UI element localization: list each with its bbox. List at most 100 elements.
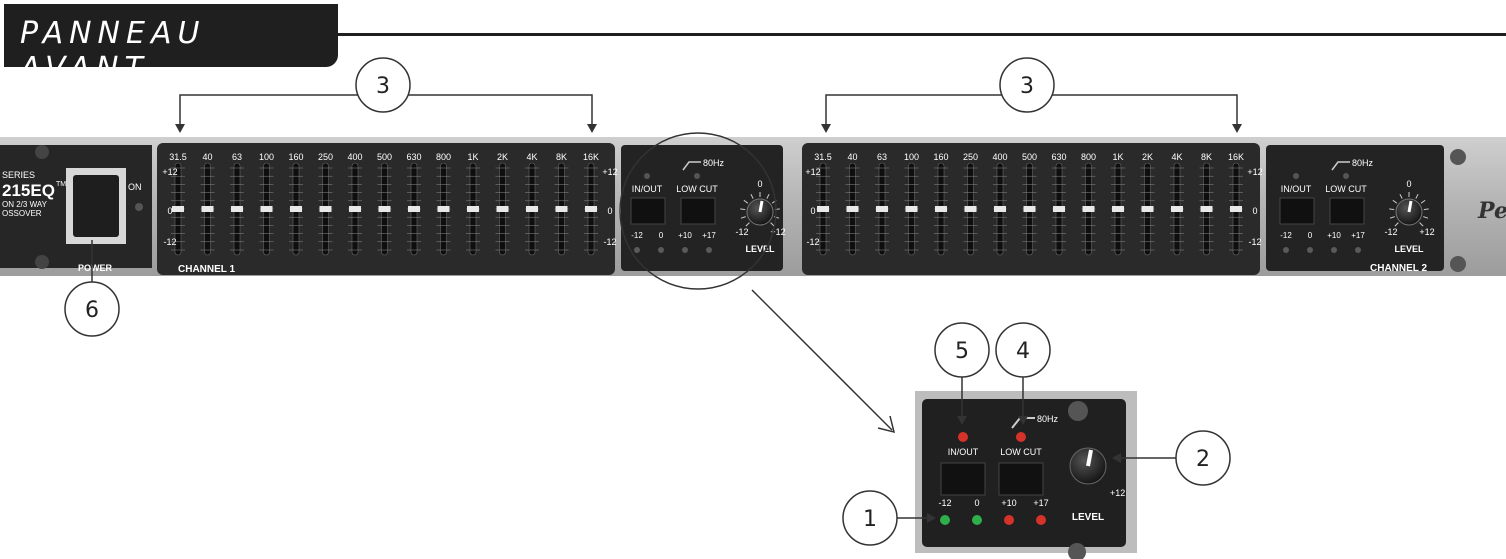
ch2-slider-cap[interactable] (994, 206, 1006, 212)
ch2-slider-cap[interactable] (1230, 206, 1242, 212)
ch2-freq-label: 31.5 (814, 152, 832, 162)
ch2-slider-cap[interactable] (1112, 206, 1124, 212)
zoom-level-label: LEVEL (1072, 512, 1104, 523)
ch1-low-cut-led (694, 173, 700, 179)
ch2-freq-label: 100 (904, 152, 919, 162)
ch2-slider-cap[interactable] (1141, 206, 1154, 212)
ch1-scale-left: 0 (167, 206, 172, 216)
ch1-knob-tick (750, 193, 754, 199)
ch1-led-label: 0 (659, 231, 664, 240)
ch2-slider-cap[interactable] (1023, 206, 1036, 212)
ch2-knob-pointer (1407, 200, 1413, 213)
ch1-in-out-button[interactable] (630, 197, 666, 225)
ch1-slider-cap[interactable] (467, 206, 479, 212)
ch2-meter-led (1283, 247, 1289, 253)
ch2-in-out-button[interactable] (1279, 197, 1315, 225)
bracket-arrow (587, 124, 597, 133)
ch1-slider-cap[interactable] (231, 206, 243, 212)
ch1-freq-label: 100 (259, 152, 274, 162)
svg-text:1: 1 (863, 507, 877, 532)
ch2-freq-label: 16K (1228, 152, 1244, 162)
ch1-freq-label: 31.5 (169, 152, 187, 162)
ch2-knob-max: +12 (1419, 227, 1434, 237)
ch1-low-cut-button[interactable] (680, 197, 716, 225)
title-box: PANNEAU AVANT (4, 4, 338, 86)
ch1-led-label: +10 (678, 231, 692, 240)
ch1-freq-label: 250 (318, 152, 333, 162)
zoom-screw (1068, 543, 1086, 559)
ch2-scale-left: 0 (810, 206, 815, 216)
ch1-in-out-led (644, 173, 650, 179)
ch1-slider-cap[interactable] (496, 206, 509, 212)
ch1-scale-right: 0 (607, 206, 612, 216)
svg-text:6: 6 (85, 298, 99, 323)
ch1-freq-label: 1K (467, 152, 478, 162)
ch1-freq-label: 40 (202, 152, 212, 162)
rack-screw (1450, 149, 1466, 165)
ch2-slider-cap[interactable] (846, 206, 859, 212)
ch1-slider-cap[interactable] (585, 206, 597, 212)
ch1-slider-cap[interactable] (408, 206, 420, 212)
ch2-freq-label: 630 (1051, 152, 1066, 162)
power-switch[interactable] (73, 175, 119, 237)
ch1-slider-cap[interactable] (260, 206, 273, 212)
ch2-freq-label: 8K (1201, 152, 1212, 162)
ch2-knob-tick (1392, 199, 1398, 204)
ch2-knob-tick (1420, 199, 1426, 204)
ch1-slider-cap[interactable] (437, 206, 450, 212)
svg-text:4: 4 (1016, 339, 1030, 364)
ch2-slider-cap[interactable] (935, 206, 947, 212)
ch2-low-cut-led (1343, 173, 1349, 179)
ch2-scale-right: -12 (1248, 237, 1261, 247)
svg-text:3: 3 (1020, 74, 1034, 99)
ch2-knob-tick (1423, 216, 1429, 219)
callout-2: 2 (1175, 430, 1231, 486)
ch1-knob-tick (743, 199, 749, 204)
ch1-meter-led (658, 247, 664, 253)
ch1-freq-label: 8K (556, 152, 567, 162)
zoom-low-cut-button[interactable] (998, 462, 1044, 496)
ch2-level-label: LEVEL (1394, 244, 1424, 254)
ch1-slider-cap[interactable] (201, 206, 214, 212)
ch1-freq-label: 2K (497, 152, 508, 162)
ch2-low-cut-button[interactable] (1329, 197, 1365, 225)
zoom-led-label: +10 (1001, 498, 1016, 508)
ch1-slider-cap[interactable] (319, 206, 332, 212)
ch1-freq-label: 16K (583, 152, 599, 162)
ch2-freq-label: 40 (847, 152, 857, 162)
zoom-in-out-button[interactable] (940, 462, 986, 496)
ch2-slider-cap[interactable] (905, 206, 918, 212)
ch2-freq-label: 250 (963, 152, 978, 162)
ch1-slider-cap[interactable] (378, 206, 391, 212)
ch2-scale-left: +12 (805, 167, 820, 177)
ch1-freq-label: 500 (377, 152, 392, 162)
ch1-meter-led (682, 247, 688, 253)
ch1-slider-cap[interactable] (555, 206, 568, 212)
ch2-slider-cap[interactable] (1082, 206, 1095, 212)
bracket-arrow (821, 124, 831, 133)
ch2-slider-cap[interactable] (1200, 206, 1213, 212)
ch2-slider-cap[interactable] (817, 206, 829, 212)
ch1-scale-right: -12 (603, 237, 616, 247)
ch2-slider-cap[interactable] (964, 206, 977, 212)
model-series: SERIES (2, 170, 35, 180)
ch2-slider-cap[interactable] (1053, 206, 1065, 212)
ch2-knob-tick (1394, 222, 1399, 227)
rack-screw (35, 255, 49, 269)
ch2-slider-cap[interactable] (1171, 206, 1183, 212)
on-label: ON (128, 182, 142, 192)
ch1-slider-cap[interactable] (526, 206, 538, 212)
ch1-slider-cap[interactable] (349, 206, 361, 212)
ch2-meter-led (1355, 247, 1361, 253)
ch1-slider-cap[interactable] (290, 206, 302, 212)
zoom-lowcut-freq: 80Hz (1037, 414, 1059, 424)
ch2-slider-cap[interactable] (876, 206, 888, 212)
zoom-screw (1068, 401, 1088, 421)
ch1-scale-left: -12 (163, 237, 176, 247)
ch2-led-label: +10 (1327, 231, 1341, 240)
rack-screw (35, 145, 49, 159)
zoom-meter-led (940, 515, 950, 525)
ch1-slider-cap[interactable] (172, 206, 184, 212)
ch2-scale-left: -12 (806, 237, 819, 247)
